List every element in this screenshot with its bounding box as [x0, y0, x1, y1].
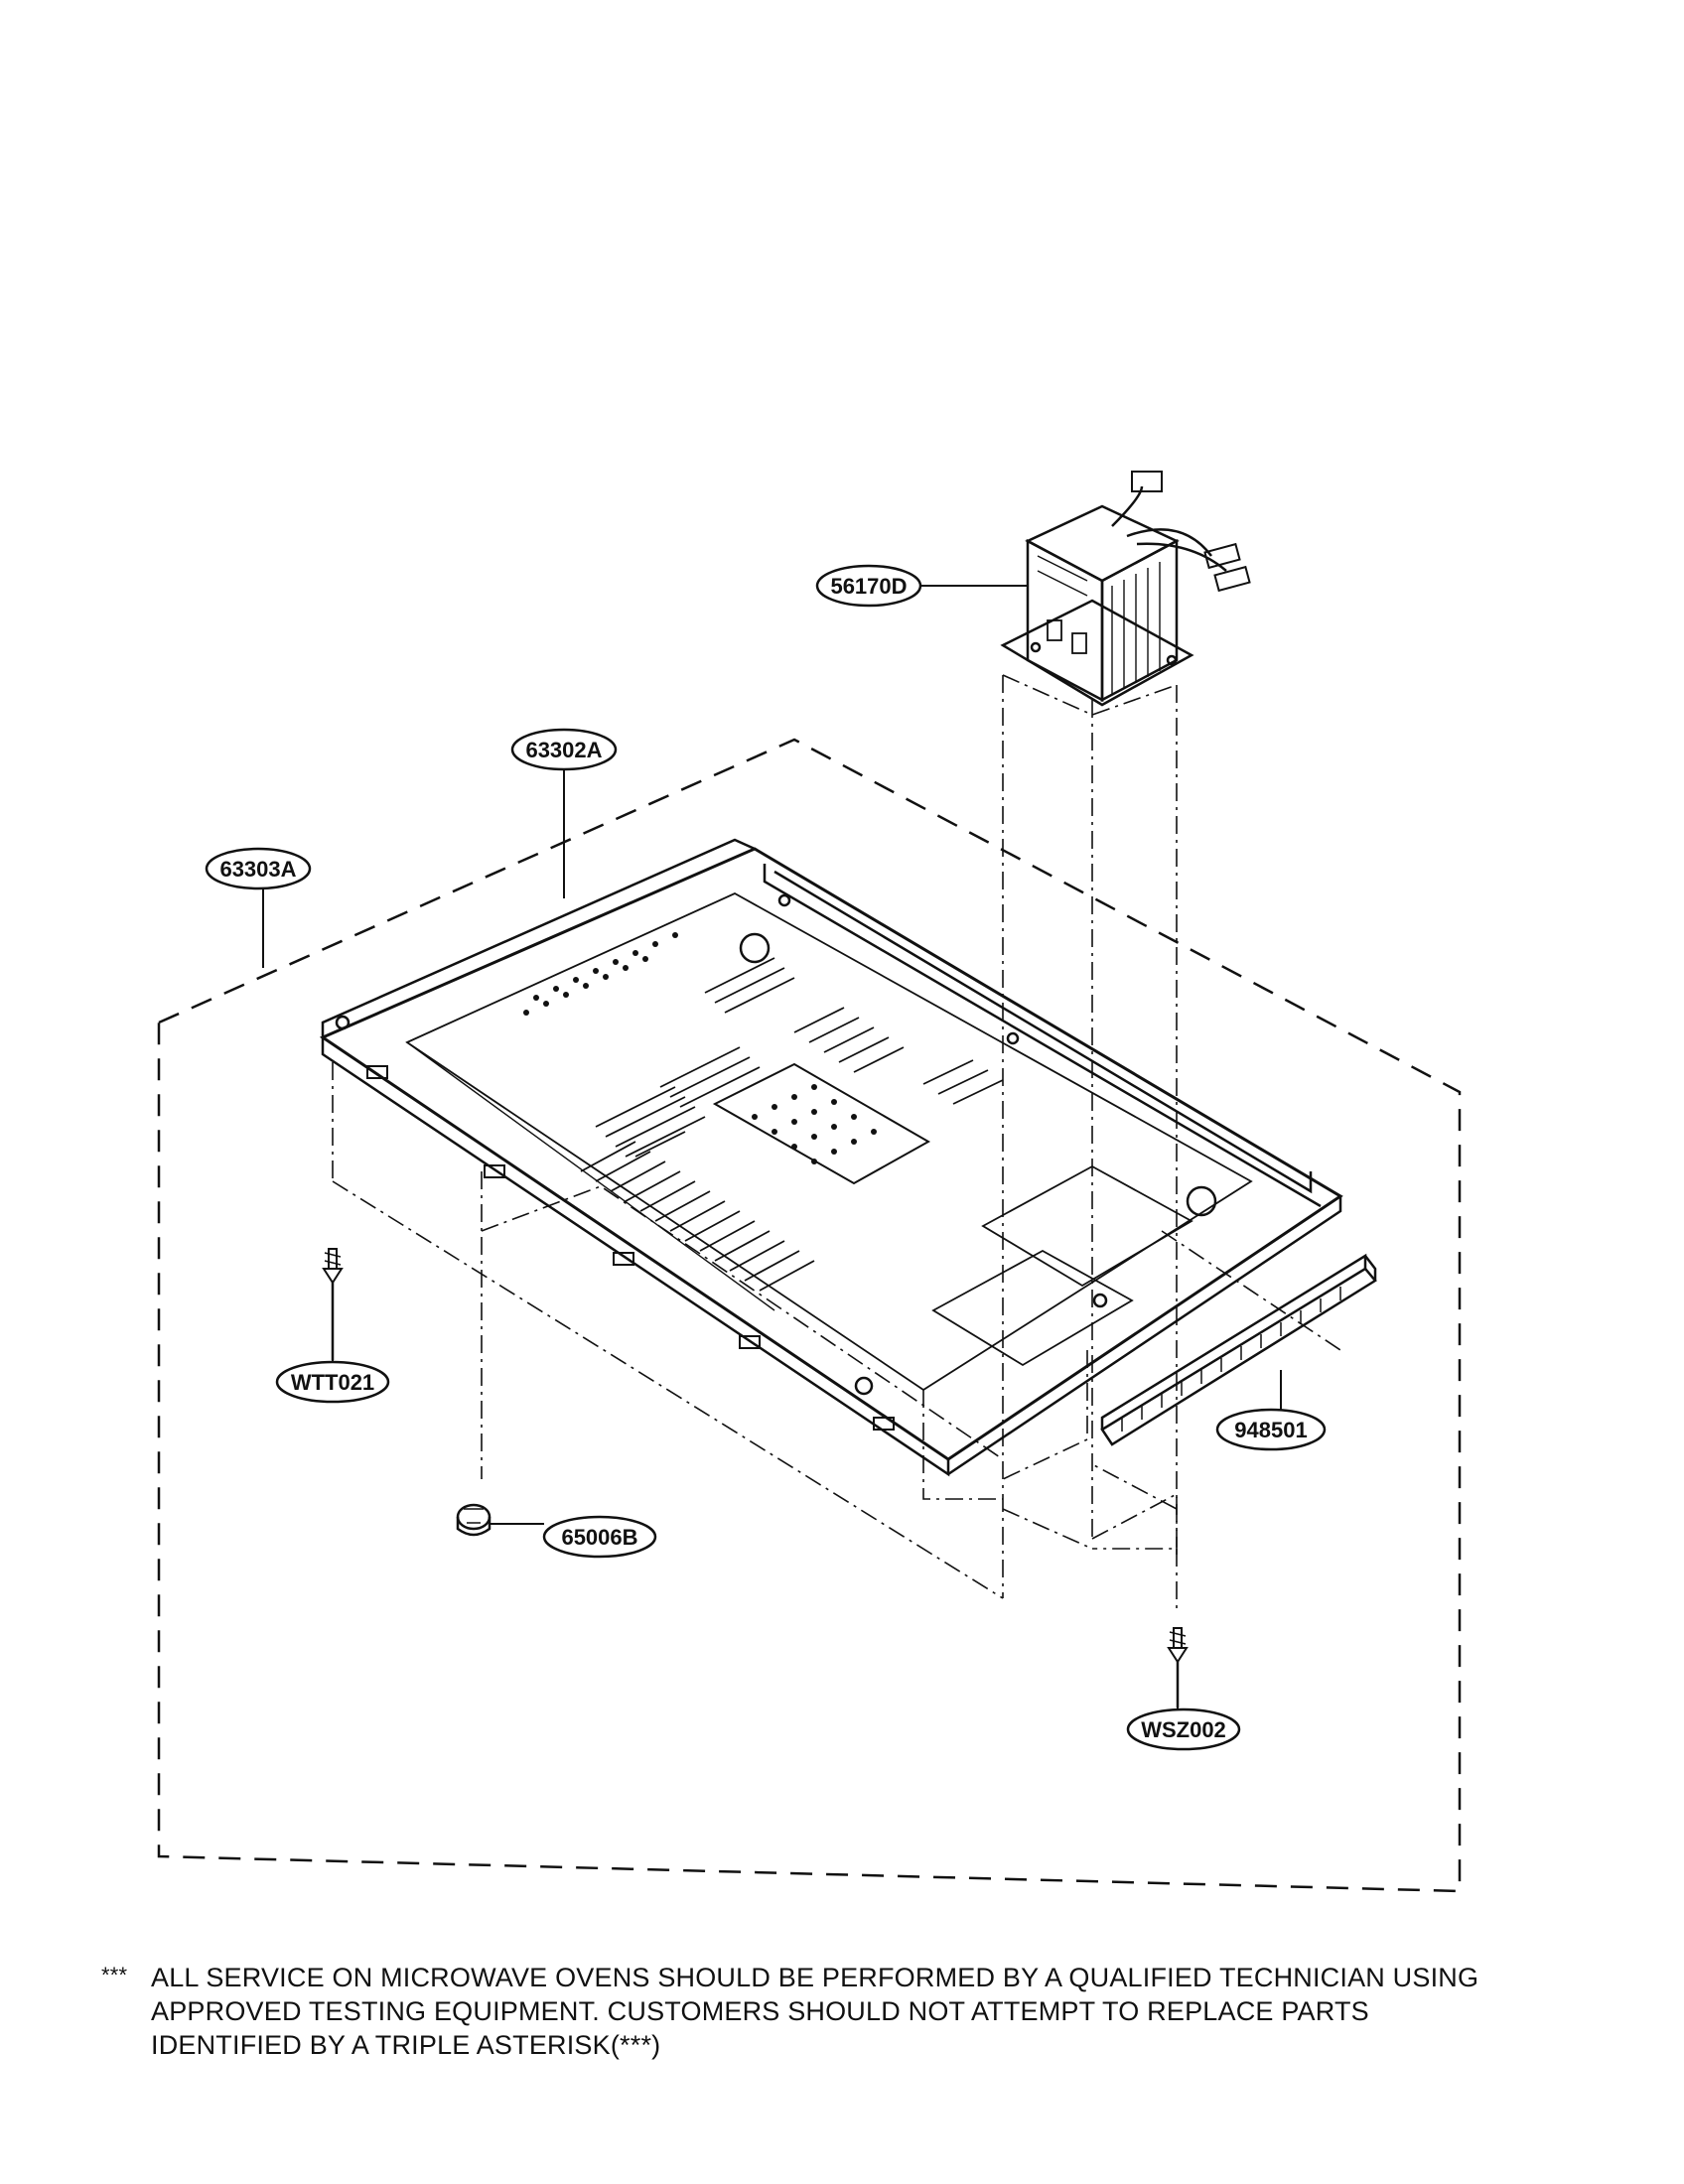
part-label-text: 63303A: [219, 857, 296, 882]
service-footnote: *** ALL SERVICE ON MICROWAVE OVENS SHOUL…: [101, 1961, 1597, 2062]
footnote-line: IDENTIFIED BY A TRIPLE ASTERISK(***): [151, 2030, 661, 2060]
part-label-wtt021: WTT021: [275, 1360, 390, 1404]
gasket-948501: [1100, 1253, 1377, 1446]
screw-wsz002: [1167, 1627, 1189, 1707]
footnote-marker: ***: [101, 1963, 128, 1987]
part-label-text: WTT021: [291, 1370, 374, 1395]
part-label-text: 948501: [1234, 1418, 1307, 1442]
part-label-56170d: 56170D: [815, 564, 922, 608]
footnote-line: APPROVED TESTING EQUIPMENT. CUSTOMERS SH…: [151, 1996, 1369, 2026]
part-label-63303a: 63303A: [205, 847, 312, 890]
base-plate: [319, 838, 1343, 1477]
part-label-65006b: 65006B: [542, 1515, 657, 1559]
part-label-text: 56170D: [830, 574, 907, 599]
part-label-63302a: 63302A: [510, 728, 618, 771]
leader-lines: [262, 585, 1282, 1709]
screw-wtt021: [322, 1248, 344, 1360]
footnote-line: ALL SERVICE ON MICROWAVE OVENS SHOULD BE…: [151, 1963, 1479, 1992]
nut-65006b: [456, 1503, 491, 1537]
part-label-text: WSZ002: [1141, 1717, 1226, 1742]
assembly-boundary: [157, 738, 1462, 1893]
transformer: [1000, 471, 1251, 707]
base-plate-vents: [580, 957, 1004, 1292]
part-label-text: 63302A: [525, 738, 602, 762]
part-label-948501: 948501: [1215, 1408, 1327, 1451]
part-label-wsz002: WSZ002: [1126, 1707, 1241, 1751]
mesh-holes: [523, 932, 877, 1164]
projection-lines: [332, 674, 1341, 1608]
part-label-text: 65006B: [561, 1525, 637, 1550]
